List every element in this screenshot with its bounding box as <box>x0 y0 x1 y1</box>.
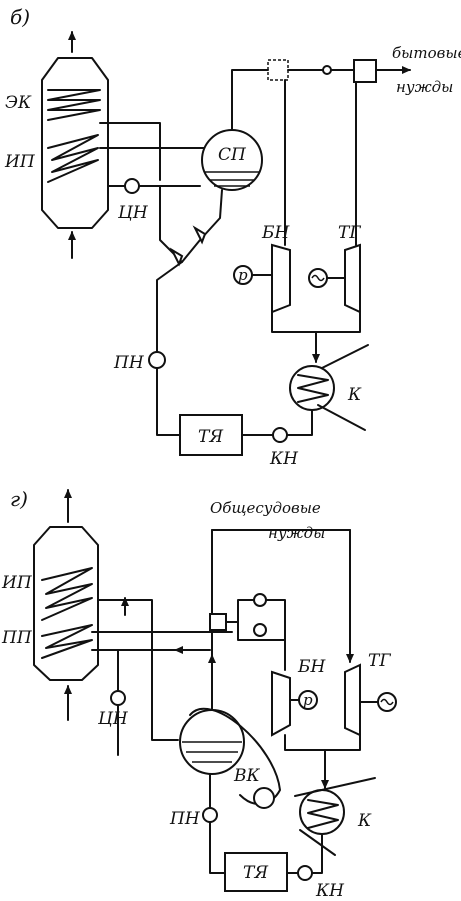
cond-pump-b <box>272 427 288 443</box>
condenser-b <box>289 365 335 411</box>
label-cond-pump-g: КН <box>315 881 345 901</box>
label-turbine-bn-g: БН <box>297 657 326 677</box>
label-turbine-bn-b: БН <box>261 223 290 243</box>
label-pressure-b: р <box>238 266 248 284</box>
steam-valve-b <box>267 59 289 81</box>
boiler-g <box>33 489 99 721</box>
label-condenser-b: К <box>347 385 362 405</box>
label-consumers-g-1: Общесудовые <box>210 499 321 517</box>
circ-pump-b <box>124 178 140 194</box>
label-consumers-g-2: нужды <box>268 524 325 542</box>
label-cond-pump-b: КН <box>269 449 299 469</box>
label-turbine-tg-g: ТГ <box>368 651 391 671</box>
cond-pump-g <box>297 865 313 881</box>
panel-b-label: б) <box>10 5 30 29</box>
label-evaporator-g: ИП <box>1 573 33 593</box>
label-condenser-g: К <box>357 811 372 831</box>
panel-b: б) ЭК ИП СП ЦН б <box>4 5 461 469</box>
evaporator-coil-b <box>47 134 99 183</box>
evaporator-coil-g <box>41 567 93 621</box>
steam-header-b <box>353 59 377 83</box>
condenser-g <box>299 789 345 835</box>
valve-b-1 <box>192 225 207 245</box>
circ-pump-g <box>110 690 126 706</box>
panel-g: г) ИП ПП ЦН ВК <box>1 487 397 901</box>
label-superheater-g: ПП <box>1 628 33 648</box>
label-circ-pump-g: ЦН <box>97 709 129 729</box>
label-separator-b: СП <box>218 145 247 165</box>
turbine-bn-b <box>271 243 291 314</box>
panel-g-label: г) <box>10 487 28 511</box>
valve-b-2 <box>169 247 184 267</box>
superheater-coil-g <box>41 624 93 659</box>
label-feed-pump-g: ПН <box>169 809 201 829</box>
turbine-tg-g <box>344 663 361 737</box>
label-tank-g: ТЯ <box>243 863 268 883</box>
drum-aux-g <box>253 787 275 809</box>
label-tank-b: ТЯ <box>198 427 223 447</box>
tank-g <box>224 852 288 892</box>
label-consumers-b-2: нужды <box>396 78 453 96</box>
label-evaporator-b: ИП <box>4 152 36 172</box>
label-turbine-tg-b: ТГ <box>338 223 361 243</box>
label-circ-pump-b: ЦН <box>117 203 149 223</box>
turbine-bn-g <box>271 670 291 737</box>
steam-valve-g <box>209 613 227 631</box>
label-consumers-b-1: бытовые <box>392 44 461 62</box>
economizer-coil-b <box>47 89 101 121</box>
label-drum-g: ВК <box>233 766 260 786</box>
reducer-valve-b <box>322 65 332 75</box>
label-pressure-g: р <box>303 691 313 709</box>
label-economizer-b: ЭК <box>5 93 32 113</box>
boiler-b <box>41 31 109 259</box>
feed-pump-b <box>148 351 166 369</box>
feed-pump-g <box>202 807 218 823</box>
turbine-tg-b <box>344 243 361 314</box>
tank-b <box>179 414 243 456</box>
valve-g-2 <box>253 623 267 637</box>
label-feed-pump-b: ПН <box>113 353 145 373</box>
valve-g-1 <box>253 593 267 607</box>
